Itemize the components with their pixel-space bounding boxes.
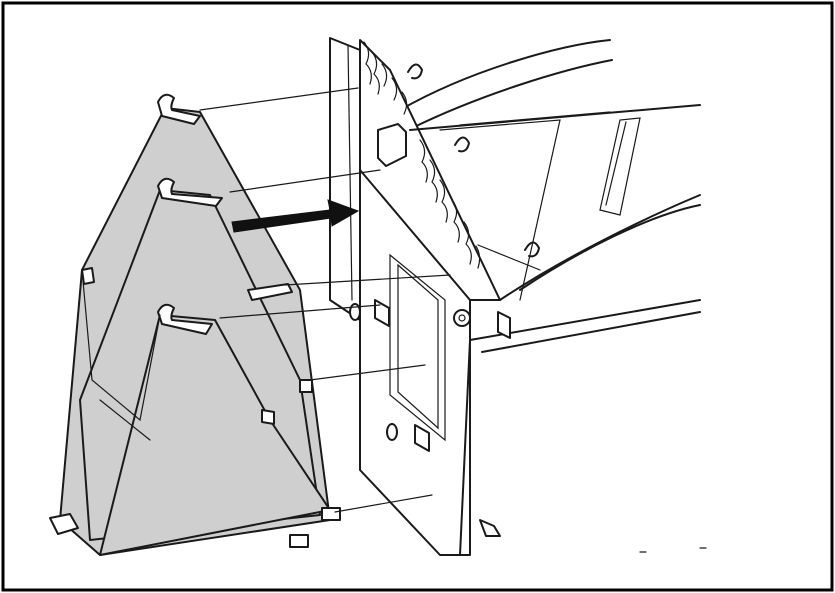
removable-panels [49, 93, 341, 556]
insertion-arrow-icon [231, 199, 360, 233]
machine-frame [329, 37, 707, 556]
assembly-guide-lines [199, 87, 451, 513]
comb-teeth [363, 41, 481, 269]
latch-clips [349, 299, 511, 537]
